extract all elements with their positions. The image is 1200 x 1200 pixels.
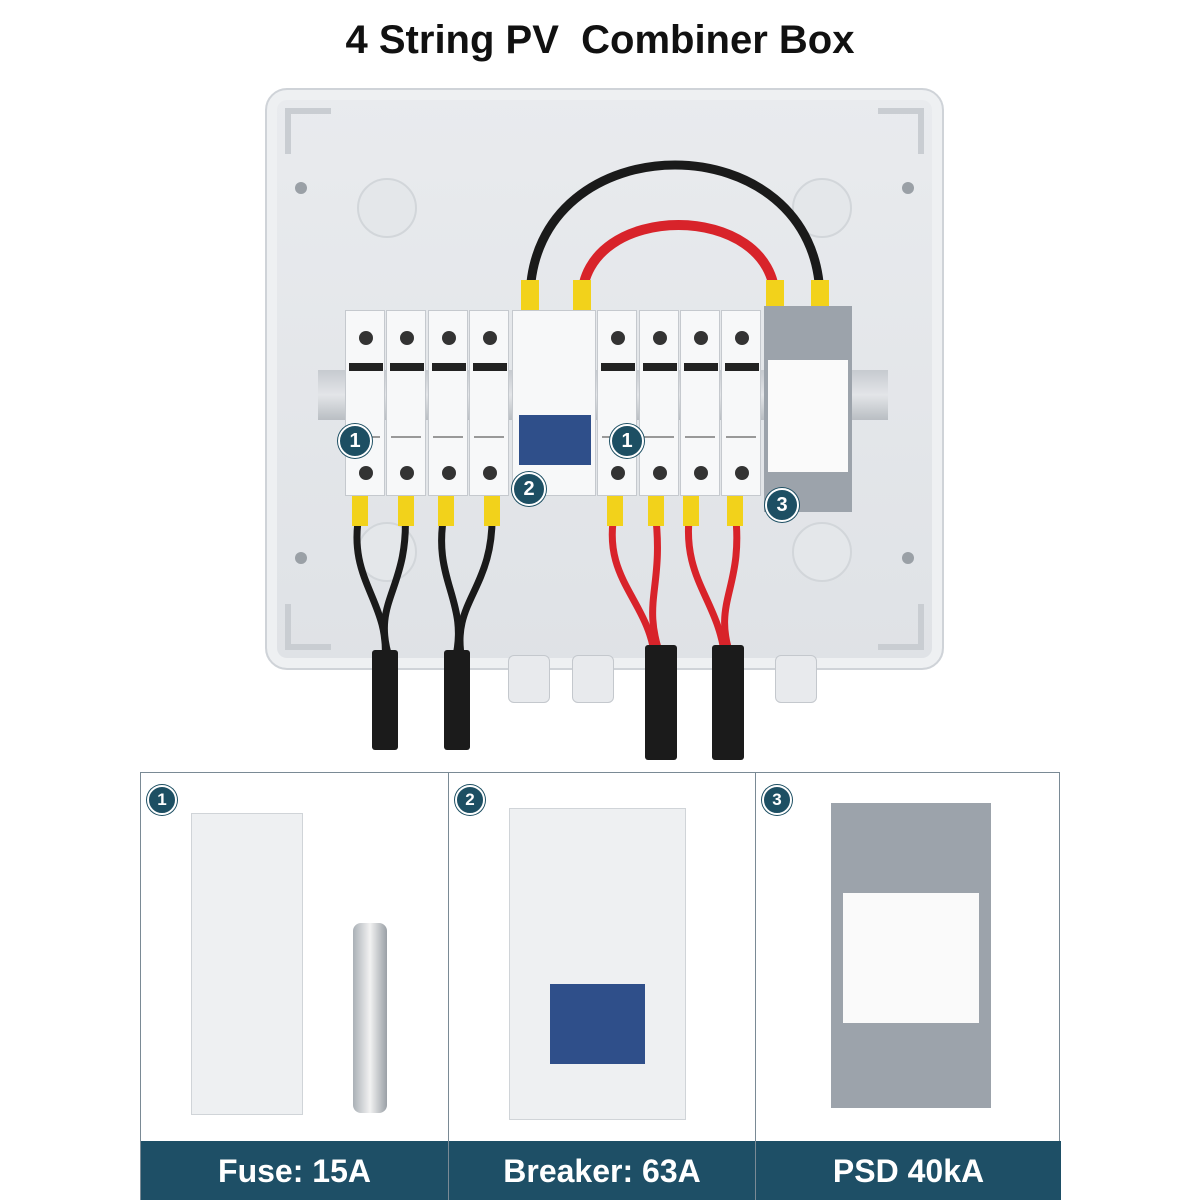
corner-bracket <box>878 108 924 154</box>
mount-hole <box>902 552 914 564</box>
cable-gland <box>775 655 817 703</box>
breaker-toggle <box>519 415 591 465</box>
fuse-cartridge-image <box>353 923 387 1113</box>
fuse-holder <box>680 310 720 496</box>
callout-badge-spd: 3 <box>765 488 799 522</box>
mount-hole <box>902 182 914 194</box>
spd-face <box>843 893 979 1023</box>
fuse-holder <box>597 310 637 496</box>
fuse-holder <box>469 310 509 496</box>
panel-number: 3 <box>762 785 792 815</box>
page-title: 4 String PV Combiner Box <box>345 18 855 62</box>
callout-badge-fuse: 1 <box>610 424 644 458</box>
fuse-holder <box>428 310 468 496</box>
fuse-holder <box>721 310 761 496</box>
caption-fuse: Fuse: 15A <box>141 1141 448 1200</box>
panel-number: 2 <box>455 785 485 815</box>
breaker-toggle <box>550 984 645 1064</box>
mount-hole <box>295 182 307 194</box>
dc-breaker <box>512 310 596 496</box>
panel-number: 1 <box>147 785 177 815</box>
screw-boss <box>357 178 417 238</box>
panel-spd: 3 PSD 40kA <box>756 773 1061 1200</box>
component-panels: 1 Fuse: 15A 2 Breaker: 63A 3 PSD 40kA <box>140 772 1061 1200</box>
breaker-image <box>509 808 686 1120</box>
fuse-holder-image <box>191 813 303 1115</box>
corner-bracket <box>285 108 331 154</box>
fuse-holder <box>386 310 426 496</box>
fuse-holder <box>639 310 679 496</box>
mc4-connector <box>645 645 677 760</box>
caption-spd: PSD 40kA <box>756 1141 1061 1200</box>
fuse-holder <box>345 310 385 496</box>
callout-badge-breaker: 2 <box>512 472 546 506</box>
mc4-connector <box>372 650 398 750</box>
panel-breaker: 2 Breaker: 63A <box>449 773 756 1200</box>
surge-protector <box>764 306 852 512</box>
corner-bracket <box>285 604 331 650</box>
screw-boss <box>792 522 852 582</box>
cable-gland <box>508 655 550 703</box>
mc4-connector <box>712 645 744 760</box>
caption-breaker: Breaker: 63A <box>449 1141 755 1200</box>
spd-image <box>831 803 991 1108</box>
panel-fuse: 1 Fuse: 15A <box>141 773 449 1200</box>
wiring <box>352 160 829 662</box>
cable-gland <box>572 655 614 703</box>
corner-bracket <box>878 604 924 650</box>
mount-hole <box>295 552 307 564</box>
mc4-connector <box>444 650 470 750</box>
callout-badge-fuse: 1 <box>338 424 372 458</box>
